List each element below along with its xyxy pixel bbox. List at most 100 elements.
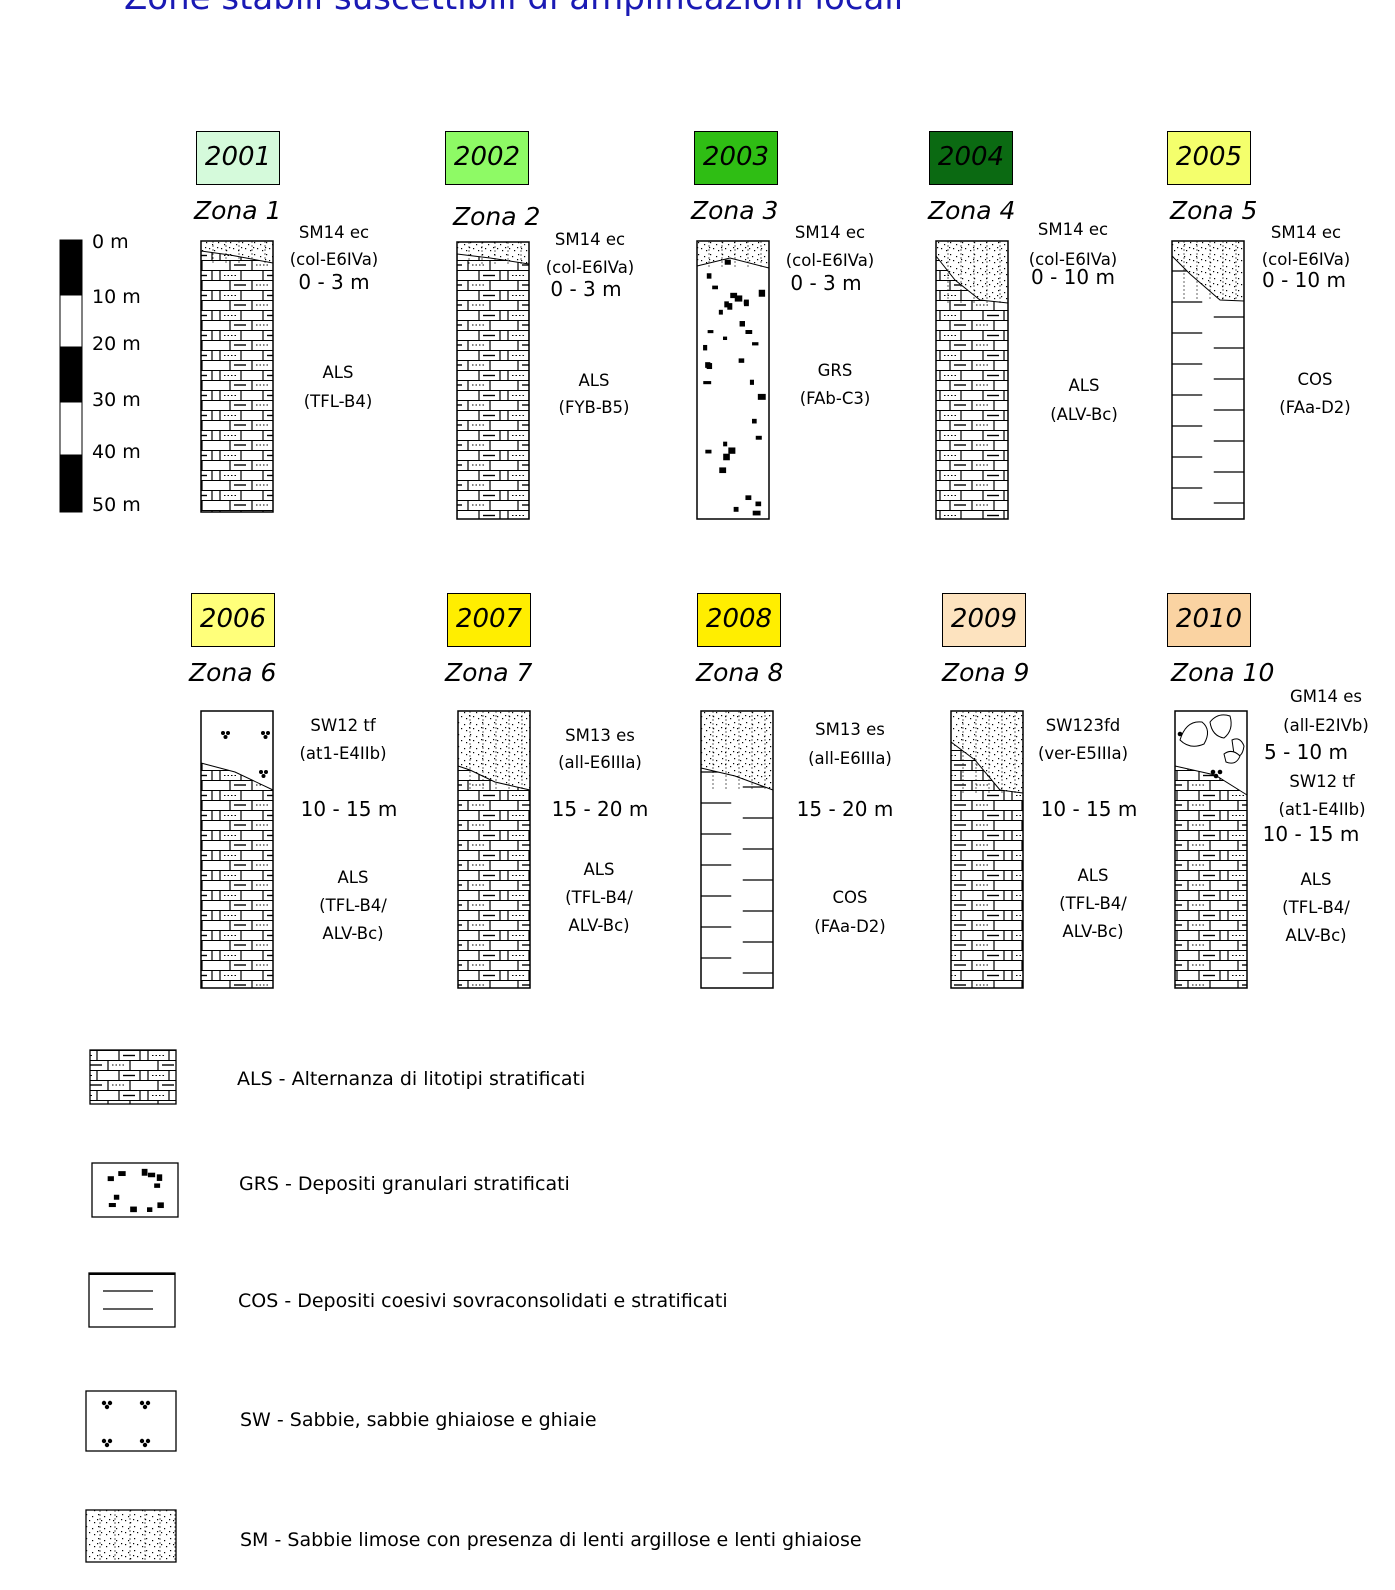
base-origin-label: (FAa-D2) [814,917,886,936]
grs-grain [758,289,766,297]
legend-symbol-cos [88,1272,176,1328]
top-unit-label: SM13 es [565,726,635,745]
grs-grain [727,303,733,310]
column-border [1174,710,1248,989]
base-unit-label: ALS [337,868,369,887]
stratigraphic-column [950,710,1024,989]
sw-pebble [259,770,263,774]
grs-grain [724,301,729,308]
legend-symbol-sm [85,1509,177,1563]
contact-line [456,253,530,265]
depth-label: 0 - 3 m [298,270,370,294]
top-origin-label: (ver-E5IIIa) [1037,744,1129,763]
gm-clast [1223,750,1241,764]
stratigraphic-column [457,710,531,989]
top-unit-label: SM13 es [815,720,885,739]
legend-text-sw: SW - Sabbie, sabbie ghiaiose e ghiaie [240,1409,597,1431]
top-origin-label: (col-E6IVa) [1028,250,1118,269]
grs-grain [118,1171,126,1177]
scale-label-0: 0 m [92,231,129,253]
stratigraphic-column [1174,710,1248,989]
top-unit-label: SM14 ec [298,223,370,242]
zone-title: Zona 3 [691,196,779,225]
scale-bar-segment [59,294,83,348]
grs-grain [156,1174,163,1181]
top-unit-label: SM14 ec [794,223,866,242]
legend-symbol-grs [91,1162,179,1218]
scale-label-20: 20 m [92,333,141,355]
legend-text-als: ALS - Alternanza di litotipi stratificat… [237,1068,586,1090]
zone-code-box: 2008 [697,593,781,647]
column-border [456,241,530,520]
grs-grain [724,259,731,265]
zone-code-box: 2001 [196,131,280,185]
base-origin-label: (FAa-D2) [1279,398,1351,417]
zone-title: Zona 4 [928,196,1016,225]
sw-pebble [1177,731,1183,737]
legend-symbol-border [91,1162,179,1218]
sm-layer [457,242,529,264]
sw-pebble [142,1442,148,1448]
sm-layer [951,711,1023,793]
contact-line [696,257,770,269]
base-origin-label: (TFL-B4/ [319,896,387,915]
base-origin-label-2: ALV-Bc) [1062,922,1124,941]
top-unit-label: GM14 es [1289,687,1362,706]
depth-label: 15 - 20 m [551,797,649,821]
top-origin-label: (col-E6IVa) [1261,250,1351,269]
base-unit-label: ALS [322,363,354,382]
sw-pebble [104,1404,110,1410]
als-layer [201,241,273,512]
column-border [700,710,774,989]
grs-grain [743,300,749,305]
base-origin-label: (TFL-B4/ [565,888,633,907]
grs-grain [706,273,712,279]
zone-code-box: 2007 [447,593,531,647]
legend-symbol-border [89,1049,177,1105]
grs-grain [157,1202,164,1209]
scale-label-50: 50 m [92,494,141,516]
grs-grain [706,363,713,370]
top-unit-label: SM14 ec [1270,223,1342,242]
sm-layer [201,241,273,263]
base-origin-label: (FAb-C3) [799,389,871,408]
top-unit-label: SW123fd [1045,716,1121,735]
grs-grain [751,418,757,424]
base-unit-label: ALS [578,371,610,390]
depth-label: 10 - 15 m [300,797,398,821]
sw-pebble [101,1400,107,1406]
legend-text-grs: GRS - Depositi granulari stratificati [239,1173,570,1195]
sm-layer [701,711,773,790]
mid-unit-label: SW12 tf [1289,772,1355,791]
stratigraphic-column [1171,240,1245,520]
sw-pebble [145,1438,151,1444]
grs-grain [718,309,723,315]
legend-text-cos: COS - Depositi coesivi sovraconsolidati … [238,1290,728,1312]
top-unit-label: SW12 tf [310,716,376,735]
scale-bar-segment [59,454,83,513]
zone-code-box: 2009 [942,593,1026,647]
grs-grain [738,358,745,363]
stratigraphic-column [935,240,1009,520]
scale-label-40: 40 m [92,441,141,463]
sw-pebble [261,731,265,735]
top-origin-label: (col-E6IVa) [289,250,379,269]
top-origin-label: (all-E6IIIa) [558,753,642,772]
grs-grain [113,1194,120,1200]
contact-line [700,767,774,791]
gm-clast [1179,721,1208,747]
grs-grain [107,1176,114,1182]
stratigraphic-column [200,240,274,513]
contact-line [1171,255,1245,302]
base-unit-label: ALS [583,860,615,879]
scale-label-10: 10 m [92,286,141,308]
grs-grain [745,330,753,334]
zone-code-box: 2005 [1167,131,1251,185]
base-origin-label: (TFL-B4/ [1282,898,1350,917]
base-origin-label: (FYB-B5) [558,398,630,417]
grs-grain [703,381,712,385]
zone-title: Zona 6 [189,658,277,687]
page-title: Zone stabili suscettibili di amplificazi… [124,0,903,18]
grs-grain [755,501,762,507]
sw-pebble [266,731,270,735]
